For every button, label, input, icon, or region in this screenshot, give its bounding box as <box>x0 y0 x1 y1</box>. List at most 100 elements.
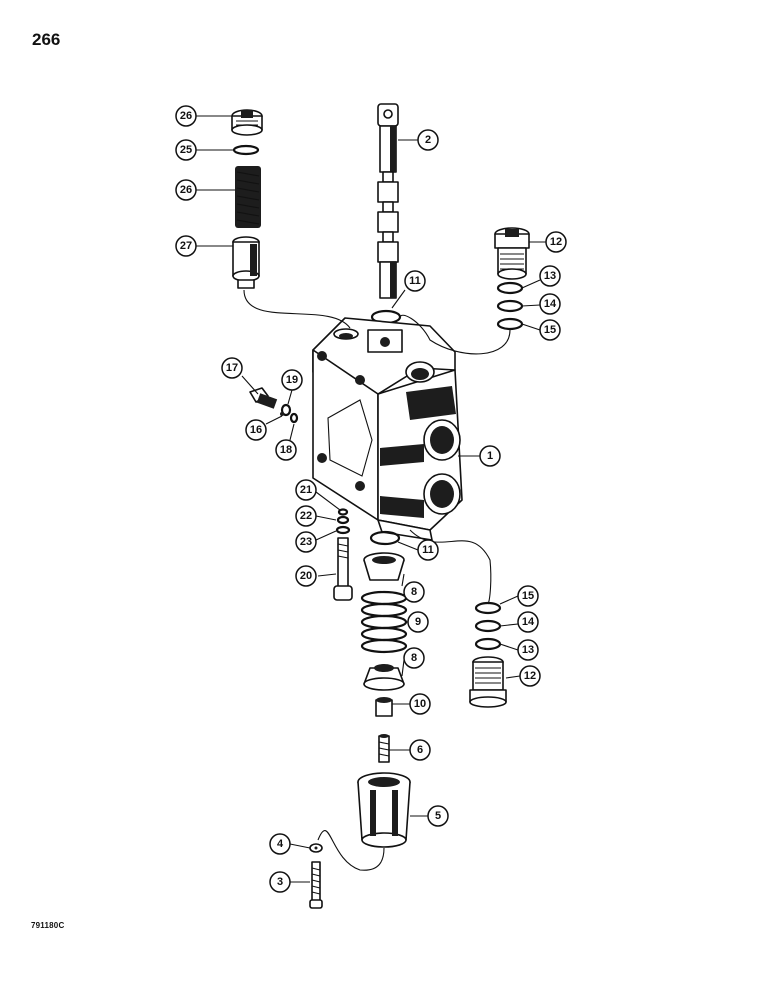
callout-27: 27 <box>175 235 197 257</box>
o-ring-19 <box>280 403 292 417</box>
o-ring-25 <box>232 144 260 156</box>
connector-line-27-to-body <box>243 289 351 329</box>
callout-label-3: 3 <box>277 876 283 888</box>
callout-10: 10 <box>409 693 431 715</box>
callout-3: 3 <box>269 871 291 893</box>
callout-15-bottom: 15 <box>517 585 539 607</box>
callout-4: 4 <box>269 833 291 855</box>
callout-label-6: 6 <box>417 744 423 756</box>
ring-18 <box>289 412 299 424</box>
callout-23: 23 <box>295 531 317 553</box>
relief-plug-24 <box>231 109 263 136</box>
callout-label-14-top: 14 <box>544 298 557 310</box>
callout-label-26: 26 <box>180 184 192 196</box>
seal-16 <box>280 412 284 416</box>
o-ring-14-top <box>496 299 524 313</box>
callout-9: 9 <box>407 611 429 633</box>
poppet-27 <box>232 236 260 289</box>
callout-label-16: 16 <box>250 424 262 436</box>
callout-12-top: 12 <box>545 231 567 253</box>
callout-label-1: 1 <box>487 450 493 462</box>
screw-6 <box>378 734 390 763</box>
spring-seat-8-bottom <box>363 664 405 691</box>
callout-15-top: 15 <box>539 319 561 341</box>
callout-label-18: 18 <box>280 444 292 456</box>
o-ring-11-bottom <box>369 530 401 546</box>
o-ring-22 <box>336 515 350 525</box>
o-ring-15-bottom <box>474 601 502 615</box>
spool-2 <box>377 103 399 299</box>
spring-26 <box>235 166 261 228</box>
callout-label-12-top: 12 <box>550 236 562 248</box>
callout-label-25: 25 <box>180 144 192 156</box>
callout-13-bottom: 13 <box>517 639 539 661</box>
bolt-3 <box>309 861 323 909</box>
connector-line-15-to-body <box>399 314 511 355</box>
callout-label-11-top: 11 <box>409 275 421 287</box>
callout-label-12-bottom: 12 <box>524 670 536 682</box>
callout-label-4: 4 <box>277 838 284 850</box>
connector-line-4-to-5 <box>317 830 385 871</box>
callout-19: 19 <box>281 369 303 391</box>
callout-label-21: 21 <box>300 484 312 496</box>
callout-26: 26 <box>175 179 197 201</box>
callout-label-15-bottom: 15 <box>522 590 534 602</box>
callout-label-8-top: 8 <box>411 586 417 598</box>
callout-24: 26 <box>175 105 197 127</box>
o-ring-13-top <box>496 281 524 295</box>
bushing-10 <box>375 697 393 717</box>
callout-6: 6 <box>409 739 431 761</box>
valve-body-1 <box>312 317 463 541</box>
callout-label-27: 27 <box>180 240 192 252</box>
callout-label-19: 19 <box>286 374 298 386</box>
callout-label-2: 2 <box>425 134 431 146</box>
end-cap-5 <box>357 772 411 848</box>
callout-11-top: 11 <box>404 270 426 292</box>
o-ring-14-bottom <box>474 619 502 633</box>
callout-label-13-bottom: 13 <box>522 644 534 656</box>
callout-label-23: 23 <box>300 536 312 548</box>
callout-label-11-bottom: 11 <box>422 544 434 556</box>
o-ring-23 <box>335 525 351 535</box>
callout-8-top: 8 <box>403 581 425 603</box>
plug-12-bottom <box>469 656 507 708</box>
callout-1: 1 <box>479 445 501 467</box>
o-ring-21 <box>337 508 349 516</box>
callout-label-8-bottom: 8 <box>411 652 417 664</box>
page-number: 266 <box>32 30 61 49</box>
callout-2: 2 <box>417 129 439 151</box>
callout-13-top: 13 <box>539 265 561 287</box>
callout-20: 20 <box>295 565 317 587</box>
callout-leaders <box>196 115 546 883</box>
washer-4 <box>309 843 323 853</box>
callout-22: 22 <box>295 505 317 527</box>
plug-17 <box>249 387 278 409</box>
o-ring-15-top <box>496 317 524 331</box>
callout-14-top: 14 <box>539 293 561 315</box>
callout-label-24: 26 <box>180 110 192 122</box>
callout-11-bottom: 11 <box>417 539 439 561</box>
callout-18: 18 <box>275 439 297 461</box>
screw-20 <box>333 537 353 601</box>
callout-14-bottom: 14 <box>517 611 539 633</box>
callout-label-13-top: 13 <box>544 270 556 282</box>
plug-12-top <box>494 227 530 280</box>
callout-8-bottom: 8 <box>403 647 425 669</box>
callout-label-22: 22 <box>300 510 312 522</box>
callout-label-17: 17 <box>226 362 238 374</box>
figure-code: 791180C <box>31 921 65 930</box>
callout-label-10: 10 <box>414 698 426 710</box>
callout-5: 5 <box>427 805 449 827</box>
o-ring-13-bottom <box>474 637 502 651</box>
spring-seat-8-top <box>363 552 405 581</box>
callout-label-9: 9 <box>415 616 421 628</box>
spring-9 <box>360 590 408 654</box>
callout-21: 21 <box>295 479 317 501</box>
callout-16: 16 <box>245 419 267 441</box>
callout-label-5: 5 <box>435 810 441 822</box>
callout-25: 25 <box>175 139 197 161</box>
callout-12-bottom: 12 <box>519 665 541 687</box>
callout-label-15-top: 15 <box>544 324 556 336</box>
